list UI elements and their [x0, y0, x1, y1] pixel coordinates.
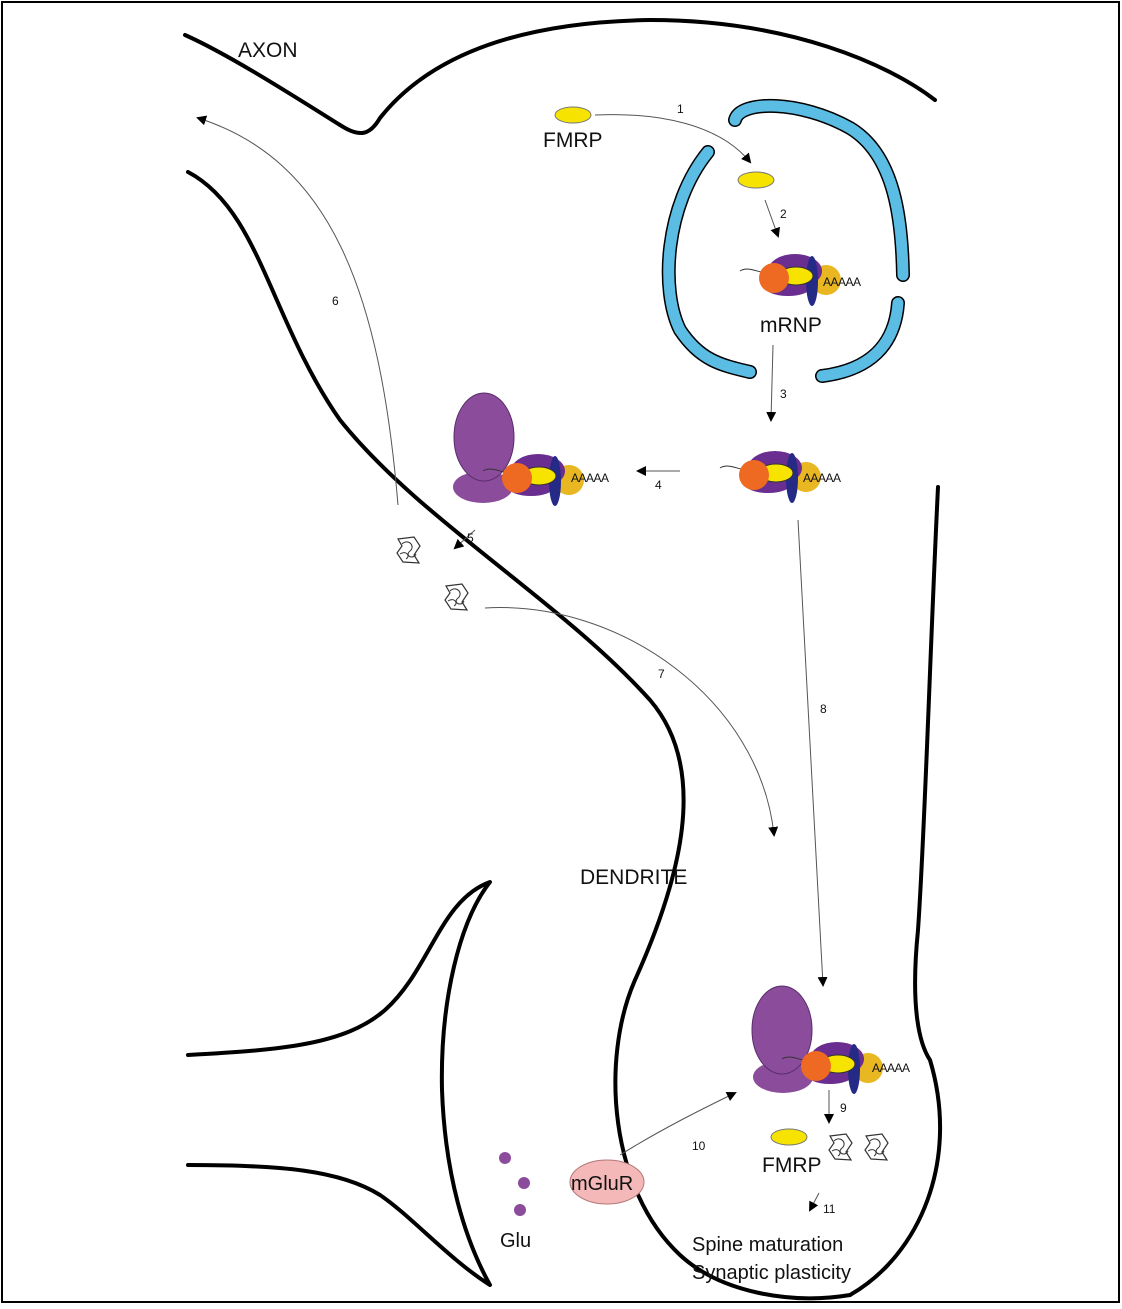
fmrp-protein-spine: [771, 1129, 807, 1145]
mglur-label: mGluR: [571, 1173, 633, 1195]
folded-protein-icon: [397, 537, 420, 563]
mrnp-label: mRNP: [760, 314, 822, 337]
arrow-step-6: [198, 118, 398, 505]
arrow-step-2: [765, 200, 778, 236]
glutamate-dot: [514, 1204, 526, 1216]
step-label-11: 11: [823, 1202, 836, 1216]
step-label-10: 10: [692, 1139, 706, 1153]
glutamate-dot: [518, 1177, 530, 1189]
glutamate-dot: [499, 1152, 511, 1164]
dendrite-label: DENDRITE: [580, 866, 687, 889]
glu-label: Glu: [500, 1230, 531, 1252]
poly-a-label: AAAAA: [823, 275, 861, 289]
step-label-5: 5: [467, 531, 474, 545]
step-label-6: 6: [332, 294, 339, 308]
fmrp-protein-cytoplasm: [555, 107, 591, 123]
step-label-3: 3: [780, 387, 787, 401]
poly-a-label: AAAAA: [803, 471, 841, 485]
neuron-left-outline: [188, 172, 850, 1298]
folded-protein-icon: [445, 584, 468, 610]
arrow-step-10: [620, 1093, 735, 1155]
poly-a-label: AAAAA: [872, 1061, 910, 1075]
fmrp-label-top: FMRP: [543, 129, 603, 152]
step-label-9: 9: [840, 1101, 847, 1115]
folded-protein-icon: [865, 1134, 888, 1160]
step-label-1: 1: [677, 102, 684, 116]
step-label-8: 8: [820, 702, 827, 716]
step-label-7: 7: [658, 667, 665, 681]
arrow-step-8: [798, 520, 823, 985]
outcome-spine-maturation: Spine maturation: [692, 1234, 843, 1256]
presynaptic-terminal-outline: [188, 882, 490, 1285]
ribosome-complex-spine: [752, 986, 883, 1094]
neuron-right-outline: [850, 487, 940, 1295]
ribosome-complex-soma: [453, 393, 584, 506]
folded-protein-icon: [829, 1134, 852, 1160]
poly-a-label: AAAAA: [571, 471, 609, 485]
step-label-4: 4: [655, 478, 662, 492]
axon-label: AXON: [238, 39, 298, 62]
outcome-synaptic-plasticity: Synaptic plasticity: [692, 1262, 851, 1284]
arrow-step-1: [595, 115, 750, 162]
step-label-2: 2: [780, 207, 787, 221]
arrow-step-7: [485, 608, 774, 835]
arrow-step-3: [771, 345, 773, 420]
arrow-step-11: [810, 1193, 819, 1210]
fmrp-label-bottom: FMRP: [762, 1154, 822, 1177]
fmrp-protein-nucleus: [738, 172, 774, 188]
